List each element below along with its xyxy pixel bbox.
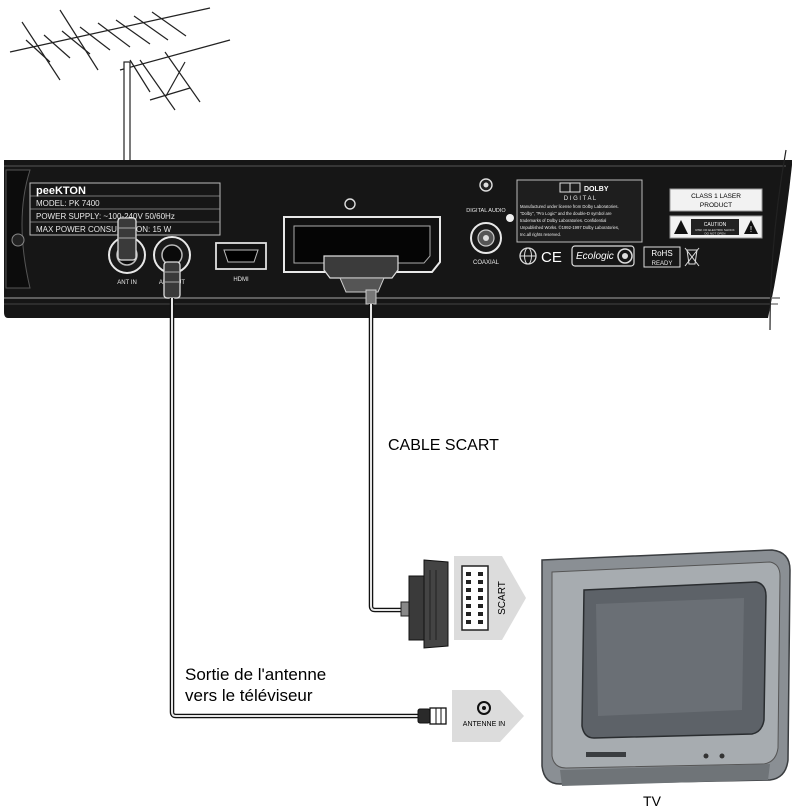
dolby-brand: DOLBY xyxy=(584,186,609,193)
caution-text: DO NOT OPEN xyxy=(705,232,726,236)
tv-icon xyxy=(541,549,791,786)
antenna-in-label: ANTENNE IN xyxy=(463,721,505,728)
dolby-notice-line: trademarks of Dolby Laboratories. Confid… xyxy=(520,218,606,223)
brand-text: peeKTON xyxy=(36,185,86,197)
ant-out-plug-icon xyxy=(163,261,181,299)
coaxial-label: COAXIAL xyxy=(473,260,500,266)
rohs-line2: READY xyxy=(652,261,673,267)
laser-label-line: CLASS 1 LASER xyxy=(691,193,741,200)
model-text: MODEL: PK 7400 xyxy=(36,199,100,208)
warning-triangle-icon xyxy=(674,220,688,234)
dolby-notice: DOLBY D I G I T A L Manufactured under l… xyxy=(516,179,643,243)
globe-icon xyxy=(519,247,537,265)
scart-port-receiver xyxy=(283,198,441,273)
antenna-icon xyxy=(9,7,231,111)
laser-label-line: PRODUCT xyxy=(700,202,732,209)
rohs-line1: RoHS xyxy=(651,249,672,258)
scart-tv-plug-icon xyxy=(400,559,449,649)
hdmi-label: HDMI xyxy=(233,277,249,283)
warning-triangle-icon xyxy=(744,220,758,234)
ce-mark: CE xyxy=(541,249,562,266)
antenna-out-cable xyxy=(169,298,420,719)
ant-in-label: ANT IN xyxy=(117,280,137,286)
dolby-notice-line: "Dolby", "Pro Logic" and the double-D sy… xyxy=(520,211,612,216)
coaxial-connector: DIGITAL AUDIO COAXIAL xyxy=(466,178,514,266)
digital-audio-label: DIGITAL AUDIO xyxy=(466,208,506,214)
antenna-in-socket: ANTENNE IN xyxy=(452,690,524,742)
antenna-tv-plug-icon xyxy=(417,707,447,725)
svg-text:!: ! xyxy=(750,225,752,234)
dolby-notice-line: Unpublished Works. ©1992-1997 Dolby Labo… xyxy=(520,225,619,230)
ecologic-logo: Ecologic xyxy=(576,251,614,262)
caution-title: CAUTION xyxy=(704,222,727,228)
dolby-notice-line: Inc.all rights reserved. xyxy=(520,232,561,237)
tv-label: TV xyxy=(643,793,662,809)
caution-text: RISK OF ELECTRIC SHOCK xyxy=(695,228,734,232)
compliance-icons: CE Ecologic RoHS READY xyxy=(519,245,700,268)
recycle-icon xyxy=(617,248,633,264)
antenna-plug-icon xyxy=(117,217,137,261)
dolby-notice-line: Manufactured under license from Dolby La… xyxy=(520,204,619,209)
scart-plug-icon xyxy=(323,255,399,305)
dolby-sub: D I G I T A L xyxy=(564,196,597,202)
power-supply-text: POWER SUPPLY: ~100-240V 50/60Hz xyxy=(36,212,175,221)
scart-socket: SCART xyxy=(454,556,526,640)
antenna-out-label-line1: Sortie de l'antenne xyxy=(185,665,326,684)
laser-label: CLASS 1 LASER PRODUCT xyxy=(669,188,763,212)
scart-cable xyxy=(368,304,405,613)
antenna-out-label-line2: vers le téléviseur xyxy=(185,686,313,705)
weee-bin-icon xyxy=(684,247,700,267)
cable-scart-label: CABLE SCART xyxy=(388,437,499,454)
max-power-text: MAX POWER CONSUMPTION: 15 W xyxy=(36,225,172,234)
caution-label: CAUTION RISK OF ELECTRIC SHOCK DO NOT OP… xyxy=(669,215,763,239)
hdmi-port: HDMI xyxy=(215,242,267,283)
scart-socket-label: SCART xyxy=(497,581,508,615)
